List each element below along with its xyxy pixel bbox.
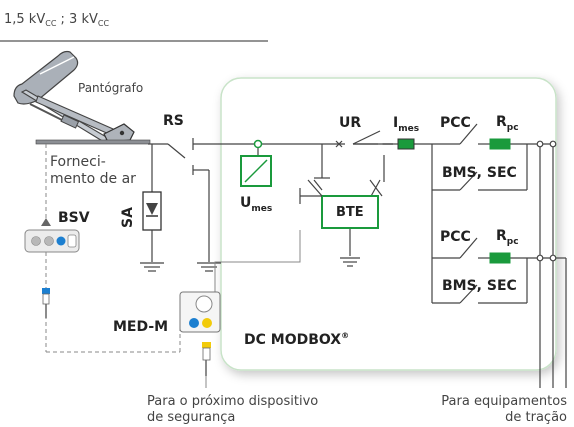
umes-sensor bbox=[240, 139, 272, 187]
signal-line bbox=[214, 230, 301, 292]
sa-label: SA bbox=[120, 207, 136, 228]
surge-arrester bbox=[140, 144, 164, 272]
bte-breaker bbox=[299, 179, 383, 229]
bsv-cable-plug bbox=[42, 288, 50, 318]
traction-label-1: Para equipamentos bbox=[441, 394, 567, 409]
medm-cable-plug bbox=[202, 342, 211, 376]
pcc-label-2: PCC bbox=[440, 229, 471, 245]
bms-sec-label-2: BMS, SEC bbox=[442, 278, 517, 294]
next-device-label-1: Para o próximo dispositivo bbox=[147, 394, 318, 409]
pantograph-label: Pantógrafo bbox=[78, 81, 143, 95]
junctions bbox=[536, 140, 557, 262]
air-arrow bbox=[41, 218, 51, 226]
rpc-resistor-1 bbox=[489, 138, 511, 150]
air-supply-label-1: Forneci- bbox=[50, 154, 106, 170]
rpc-resistor-2 bbox=[489, 252, 511, 264]
dc-modbox-enclosure bbox=[220, 77, 557, 371]
rs-label: RS bbox=[163, 113, 184, 129]
air-supply-label-2: mento de ar bbox=[50, 171, 136, 187]
imes-label: Imes bbox=[393, 115, 419, 134]
bms-sec-label-1: BMS, SEC bbox=[442, 165, 517, 181]
med-m-device bbox=[179, 291, 221, 333]
bsv-valve bbox=[24, 229, 80, 253]
medm-label: MED-M bbox=[113, 319, 168, 335]
ur-label: UR bbox=[339, 115, 361, 131]
pcc-label-1: PCC bbox=[440, 115, 471, 131]
umes-label: Umes bbox=[240, 195, 272, 214]
bte-label: BTE bbox=[336, 205, 364, 220]
modbox-label: DC MODBOX® bbox=[244, 331, 349, 348]
voltage-label: 1,5 kVCC ; 3 kVCC bbox=[4, 12, 109, 28]
pantograph bbox=[13, 50, 151, 145]
imes-sensor bbox=[397, 138, 415, 150]
rpc-label-2: Rpc bbox=[496, 228, 519, 247]
ur-switch bbox=[335, 130, 393, 148]
next-device-label-2: de segurança bbox=[147, 410, 235, 425]
rpc-label-1: Rpc bbox=[496, 114, 519, 133]
traction-label-2: de tração bbox=[505, 410, 567, 425]
rs-ground-branch bbox=[192, 165, 221, 272]
bsv-label: BSV bbox=[58, 210, 90, 226]
